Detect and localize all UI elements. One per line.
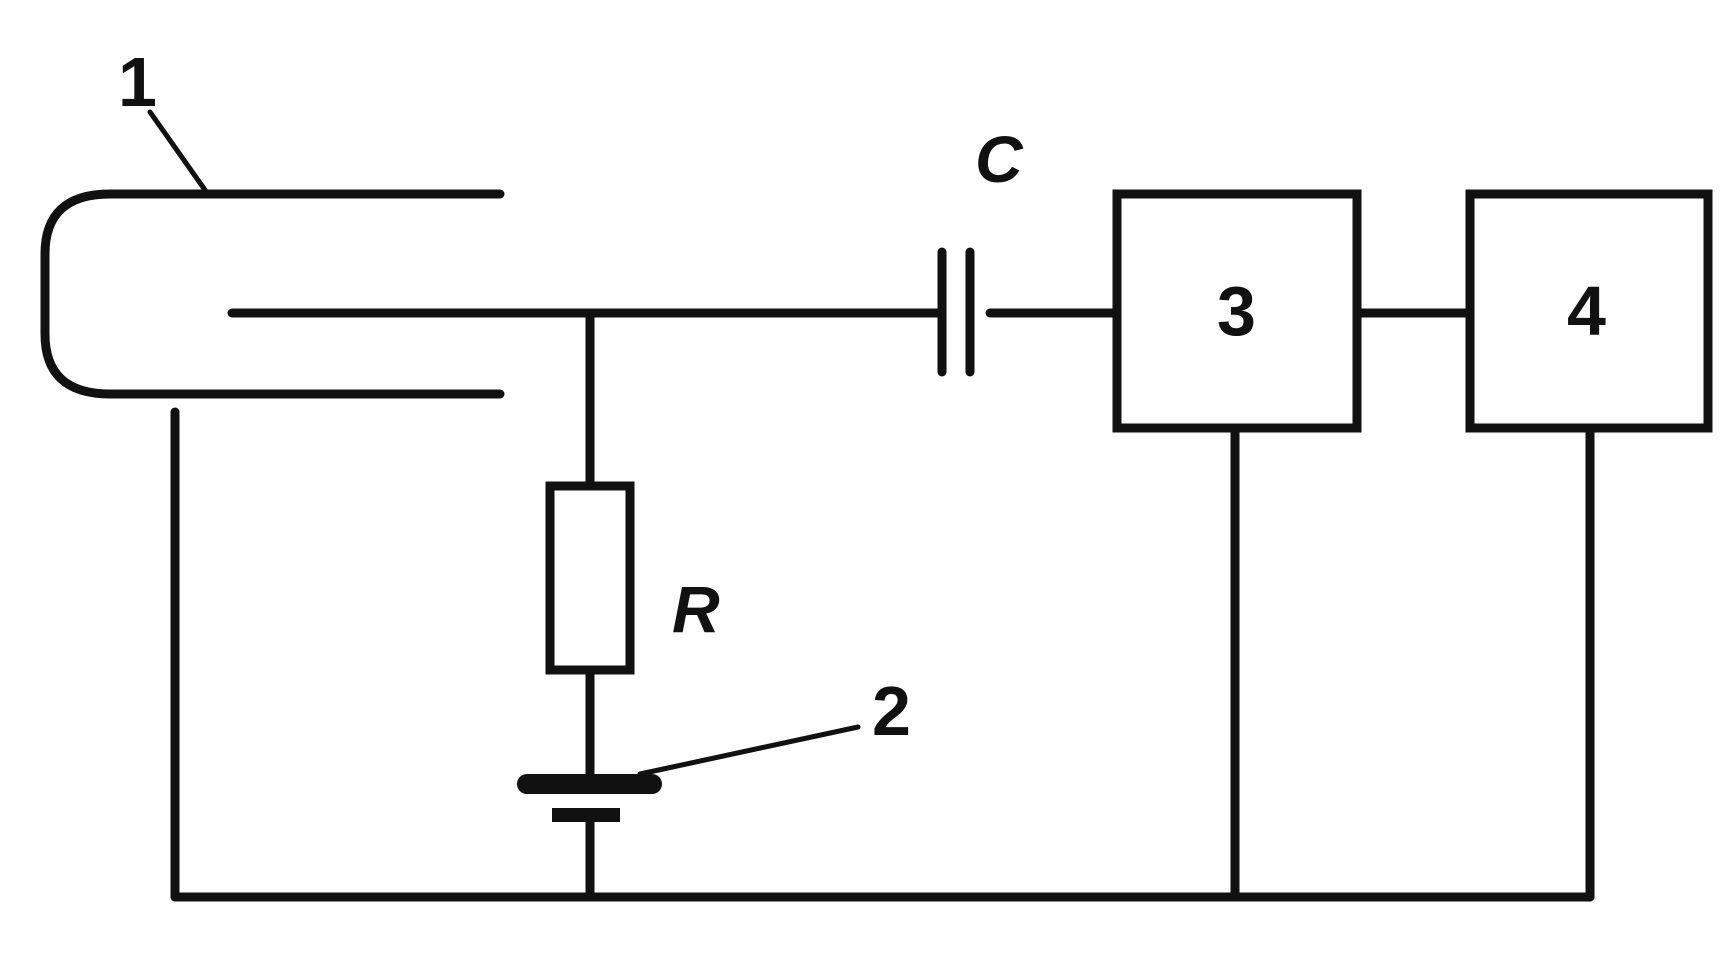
capacitor <box>917 247 1122 377</box>
block-4: 4 <box>1465 189 1713 433</box>
block-4-label: 4 <box>1567 272 1606 350</box>
battery-label: 2 <box>872 672 911 750</box>
block-3: 3 <box>1112 189 1362 433</box>
detector-label: 1 <box>118 43 157 121</box>
detector-outer-electrode <box>40 189 505 399</box>
capacitor-label: C <box>975 122 1024 196</box>
block-4-frame <box>1465 189 1713 433</box>
resistor <box>545 481 635 675</box>
resistor-label: R <box>672 572 720 646</box>
block-3-label: 3 <box>1217 272 1256 350</box>
detector-leader-line <box>147 109 208 193</box>
detector-tube <box>40 189 927 399</box>
battery <box>517 774 662 902</box>
battery-leader-line <box>637 724 861 777</box>
